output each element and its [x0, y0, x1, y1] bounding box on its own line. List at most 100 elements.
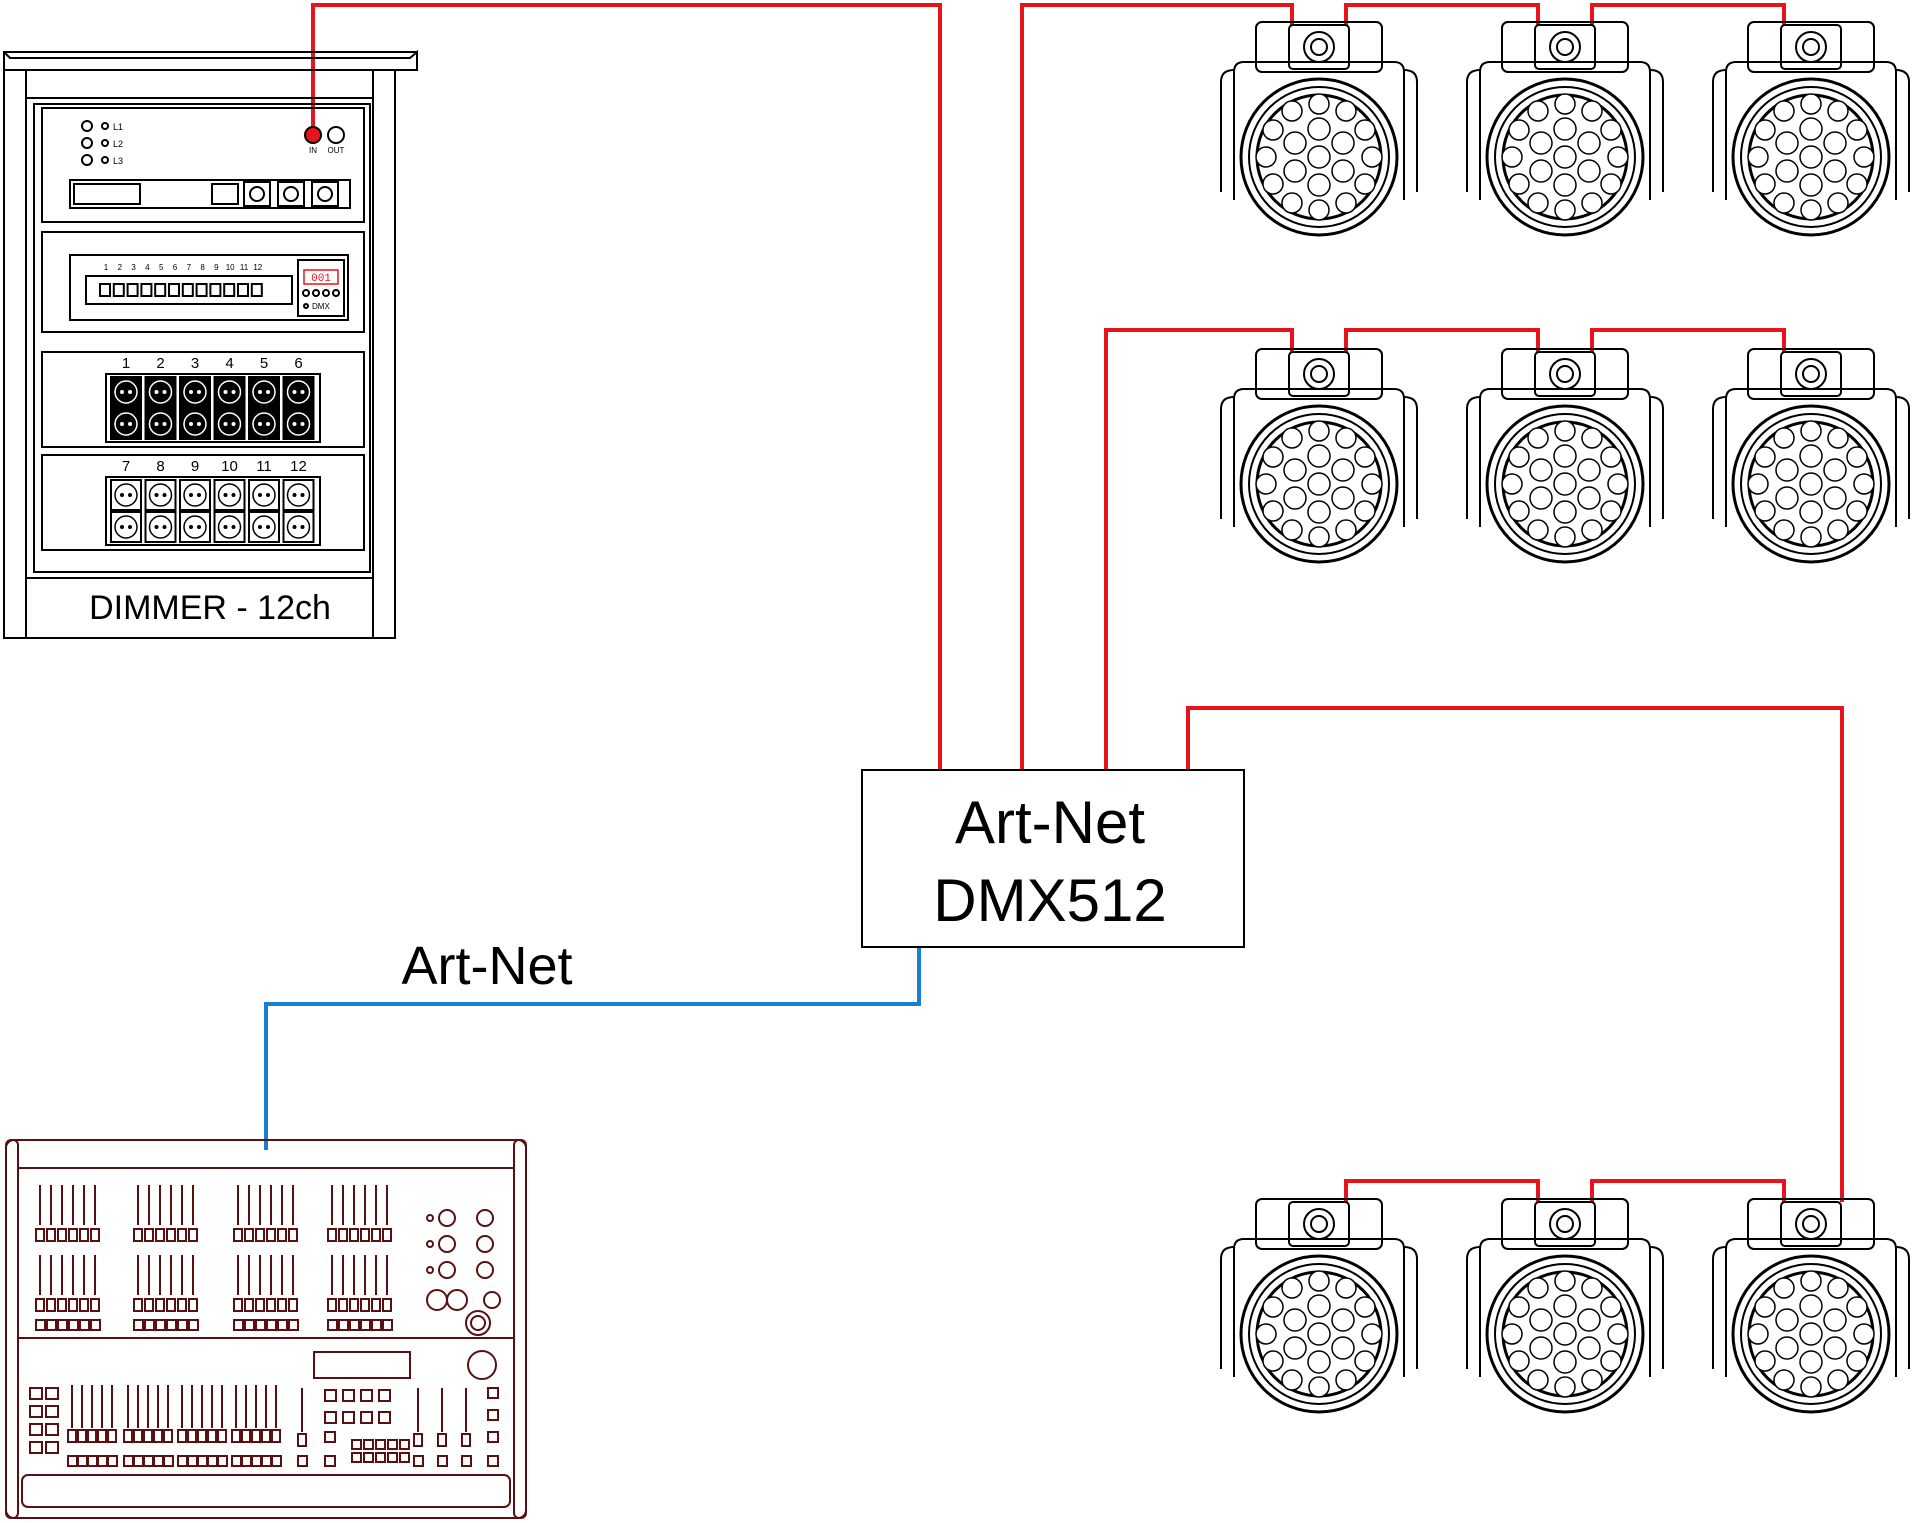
- console-key: [45, 1441, 59, 1454]
- console-fader: [255, 1298, 265, 1312]
- console-fader: [153, 1429, 163, 1443]
- dimmer-fader-number: 10: [226, 263, 235, 272]
- console-fader: [177, 1429, 187, 1443]
- dimmer-fader-number: 4: [145, 263, 150, 272]
- node-label-line2: DMX512: [933, 867, 1166, 934]
- moving-head-fixture: [1465, 20, 1665, 237]
- console-fader: [244, 1298, 254, 1312]
- artnet-link-label: Art-Net: [401, 936, 572, 996]
- console-fader: [144, 1298, 154, 1312]
- dimmer-fader: [209, 283, 222, 297]
- console-fader: [143, 1429, 153, 1443]
- output-number: 10: [221, 458, 238, 475]
- dimmer-fader: [181, 283, 194, 297]
- console-fader: [68, 1228, 78, 1242]
- console-fader: [288, 1228, 298, 1242]
- console-fader: [233, 1228, 243, 1242]
- console-fader: [177, 1298, 187, 1312]
- console-fader: [79, 1298, 89, 1312]
- console-fader: [155, 1298, 165, 1312]
- console-fader: [90, 1228, 100, 1242]
- phase-label-l2: L2: [113, 139, 123, 149]
- output-number: 11: [256, 458, 272, 475]
- dimmer-fader: [168, 283, 180, 297]
- console-fader: [371, 1298, 381, 1312]
- dimmer-fader: [112, 283, 125, 297]
- console-fader: [261, 1429, 271, 1443]
- console-fader: [90, 1298, 100, 1312]
- cables: [264, 3, 1844, 1202]
- console-fader: [133, 1429, 143, 1443]
- console-fader: [155, 1228, 165, 1242]
- console-fader: [166, 1298, 176, 1312]
- dimmer-fader-number: 5: [159, 263, 164, 272]
- output-number: 5: [260, 355, 268, 372]
- console-fader: [188, 1298, 198, 1312]
- console-fader: [327, 1228, 337, 1242]
- console-fader: [35, 1228, 45, 1242]
- console-fader: [97, 1429, 107, 1443]
- dimmer-fader: [154, 283, 167, 297]
- output-number: 12: [290, 458, 307, 475]
- console-fader: [360, 1298, 370, 1312]
- console-fader: [241, 1429, 251, 1443]
- console-key: [45, 1387, 59, 1400]
- console-fader: [327, 1298, 337, 1312]
- dmx-cable-row-2: [1104, 328, 1786, 770]
- dimmer-fader-number: 3: [131, 263, 136, 272]
- moving-head-fixture: [1465, 1197, 1665, 1414]
- dimmer-fader-number: 9: [214, 263, 219, 272]
- dimmer-fader: [126, 283, 139, 297]
- console-fader: [87, 1429, 97, 1443]
- phase-label-l1: L1: [113, 122, 123, 132]
- dmx-in-label: IN: [309, 146, 317, 155]
- dimmer-fader: [99, 283, 111, 297]
- console-fader: [266, 1228, 276, 1242]
- fixtures: [1219, 20, 1911, 1414]
- output-number: 6: [294, 355, 302, 372]
- moving-head-fixture: [1219, 347, 1419, 564]
- console-fader: [77, 1429, 87, 1443]
- dmx-cable-row-1: [1020, 3, 1786, 770]
- console-fader: [187, 1429, 197, 1443]
- fixture-row-3: [1219, 1197, 1911, 1414]
- console-fader: [338, 1228, 348, 1242]
- console-fader: [251, 1429, 261, 1443]
- console-fader: [349, 1228, 359, 1242]
- console-fader: [382, 1228, 392, 1242]
- moving-head-fixture: [1711, 20, 1911, 237]
- lighting-console: [5, 1139, 527, 1519]
- dimmer-fader: [250, 283, 263, 297]
- dimmer-title: DIMMER - 12ch: [89, 589, 331, 627]
- dimmer-fader: [140, 283, 153, 297]
- console-fader: [277, 1228, 287, 1242]
- console-fader: [271, 1429, 281, 1443]
- console-fader: [79, 1228, 89, 1242]
- console-fader: [338, 1298, 348, 1312]
- console-fader: [57, 1228, 67, 1242]
- console-fader: [144, 1228, 154, 1242]
- dimmer-fader-number: 11: [240, 263, 249, 272]
- console-fader: [197, 1429, 207, 1443]
- phase-indicators: L1 L2 L3: [81, 120, 123, 166]
- dmx-cable-row-3: [1186, 706, 1844, 1202]
- console-fader: [207, 1429, 217, 1443]
- console-fader: [46, 1228, 56, 1242]
- dimmer-fader-number: 1: [104, 263, 109, 272]
- console-fader: [107, 1429, 117, 1443]
- console-key: [45, 1423, 59, 1436]
- console-key: [29, 1387, 43, 1400]
- dimmer-fader-number: 6: [173, 263, 178, 272]
- dimmer-display: 001: [311, 273, 331, 285]
- console-fader: [382, 1298, 392, 1312]
- console-fader: [57, 1298, 67, 1312]
- console-key: [45, 1405, 59, 1418]
- console-fader: [46, 1298, 56, 1312]
- console-fader: [177, 1228, 187, 1242]
- console-fader: [244, 1228, 254, 1242]
- moving-head-fixture: [1711, 347, 1911, 564]
- console-fader: [255, 1228, 265, 1242]
